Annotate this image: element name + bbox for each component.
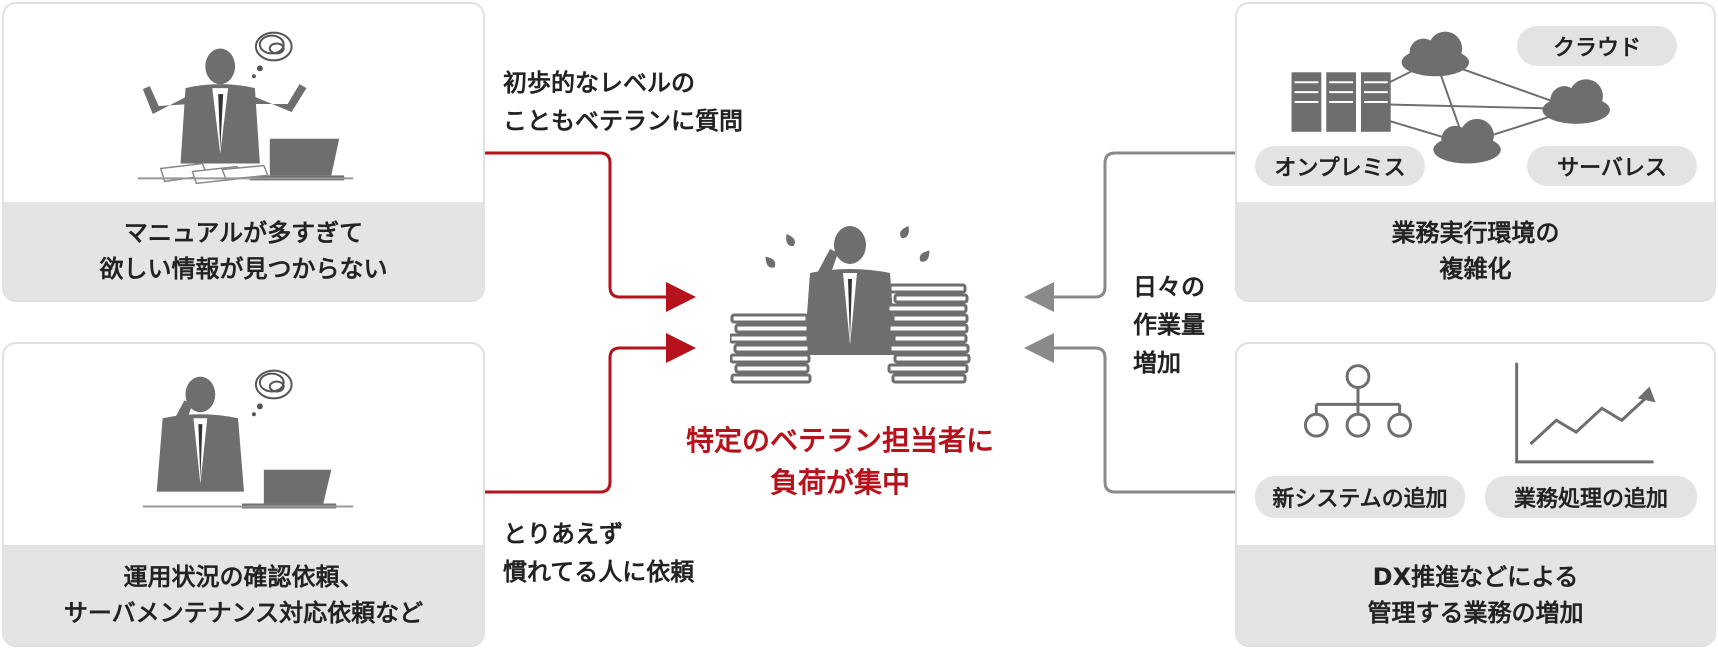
hierarchy-icon [1303, 364, 1413, 438]
center-headline: 特定のベテラン担当者に 負荷が集中 [640, 420, 1040, 504]
caption-line: 複雑化 [1439, 255, 1512, 283]
note-line: こともベテランに質問 [503, 107, 743, 135]
note-basic-questions: 初歩的なレベルの こともベテランに質問 [503, 64, 743, 140]
caption-line: サーバメンテナンス対応依頼など [63, 599, 424, 627]
caption-line: 欲しい情報が見つからない [99, 255, 388, 283]
caption-line: 管理する業務の増加 [1367, 599, 1584, 627]
arrow-bottom-left [485, 333, 696, 494]
headline-line: 負荷が集中 [769, 466, 910, 499]
caption-request-overload: 運用状況の確認依頼、 サーバメンテナンス対応依頼など [4, 545, 483, 645]
note-line: 作業量 [1133, 311, 1205, 339]
note-daily-workload: 日々の 作業量 増加 [1133, 268, 1205, 382]
pill-new-process: 業務処理の追加 [1485, 476, 1697, 518]
headline-line: 特定のベテラン担当者に [685, 424, 994, 457]
caption-line: 業務実行環境の [1391, 219, 1560, 247]
arrow-top-right [1024, 151, 1235, 312]
note-line: 初歩的なレベルの [503, 69, 695, 97]
caption-line: マニュアルが多すぎて [123, 219, 364, 247]
caption-line: DX推進などによる [1372, 563, 1579, 591]
card-manual-overload: マニュアルが多すぎて 欲しい情報が見つからない [2, 2, 485, 302]
line-chart-icon [1515, 362, 1654, 464]
caption-environment-complexity: 業務実行環境の 複雑化 [1237, 202, 1714, 300]
pill-new-system: 新システムの追加 [1255, 476, 1465, 518]
card-request-overload: 運用状況の確認依頼、 サーバメンテナンス対応依頼など [2, 342, 485, 647]
pill-on-premise: オンプレミス [1255, 146, 1425, 186]
pill-cloud: クラウド [1517, 26, 1677, 66]
cloud-icon [1401, 31, 1470, 77]
confused-businessman-at-desk-icon [137, 31, 354, 185]
note-line: とりあえず [503, 520, 623, 548]
overloaded-veteran-icon [730, 225, 971, 384]
note-line: 慣れてる人に依頼 [503, 558, 695, 586]
card-dx-increase: 新システムの追加 業務処理の追加 DX推進などによる 管理する業務の増加 [1235, 342, 1716, 647]
infrastructure-network-icon [1291, 31, 1610, 164]
cloud-icon [1542, 79, 1610, 124]
arrow-top-left [485, 151, 696, 312]
note-line: 増加 [1133, 349, 1181, 377]
arrow-bottom-right [1024, 333, 1235, 494]
system-and-growth-icons [1303, 362, 1656, 464]
cloud-icon [1433, 118, 1501, 164]
caption-manual-overload: マニュアルが多すぎて 欲しい情報が見つからない [4, 202, 483, 300]
caption-line: 運用状況の確認依頼、 [123, 563, 364, 591]
businessman-on-phone-icon [142, 369, 354, 509]
caption-dx-increase: DX推進などによる 管理する業務の増加 [1237, 545, 1714, 645]
note-ask-veteran: とりあえず 慣れてる人に依頼 [503, 515, 694, 591]
card-environment-complexity: クラウド オンプレミス サーバレス 業務実行環境の 複雑化 [1235, 2, 1716, 302]
pill-serverless: サーバレス [1527, 146, 1697, 186]
note-line: 日々の [1133, 273, 1205, 301]
